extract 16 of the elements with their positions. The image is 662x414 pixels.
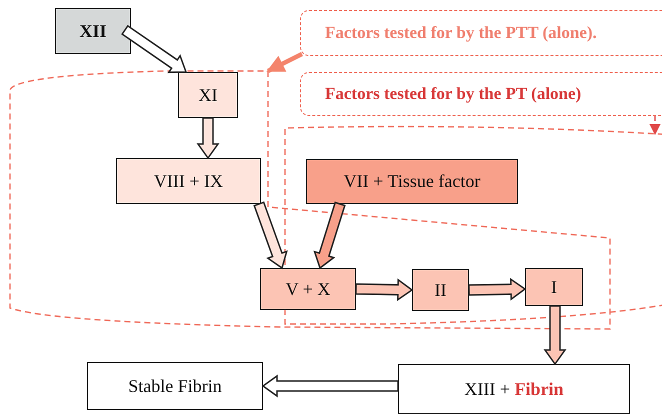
callout-box: Factors tested for by the PTT (alone). <box>300 10 662 56</box>
arrow <box>266 52 303 74</box>
arrow <box>649 116 661 136</box>
factor-box: XII <box>55 8 131 54</box>
product-box: XIII + Fibrin <box>398 364 630 414</box>
block-arrow <box>468 278 526 301</box>
callout-box: Factors tested for by the PT (alone) <box>300 72 662 116</box>
block-arrow <box>196 117 220 160</box>
block-arrow <box>544 305 566 366</box>
block-arrow <box>355 278 414 302</box>
block-arrow <box>253 201 288 270</box>
block-arrow <box>313 202 346 270</box>
dashed-region-outline <box>10 70 611 332</box>
block-arrow <box>121 24 188 74</box>
block-arrow <box>262 374 399 398</box>
product-box: Stable Fibrin <box>87 362 263 410</box>
